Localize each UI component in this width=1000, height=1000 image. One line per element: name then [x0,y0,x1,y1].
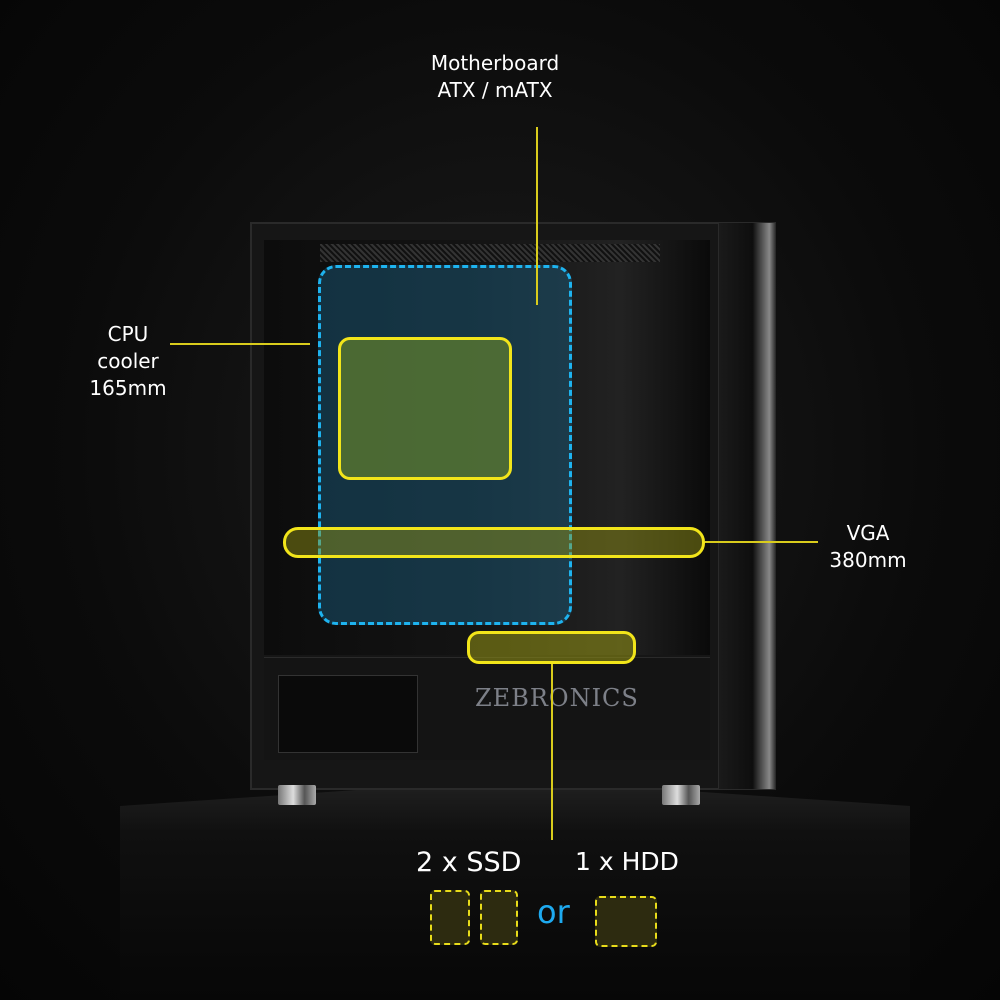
cpu-label-line3: 165mm [89,376,167,400]
motherboard-label: Motherboard ATX / mATX [395,50,595,104]
vga-label-line1: VGA [846,521,890,545]
cpu-leader-line [170,343,310,345]
cpu-cooler-area-highlight [338,337,512,480]
motherboard-leader-line [536,127,538,305]
case-foot-left [278,785,316,805]
vga-label: VGA 380mm [808,520,928,574]
ssd-slot-2 [480,890,518,945]
cpu-cooler-label: CPU cooler 165mm [68,321,188,402]
vga-leader-line [705,541,818,543]
vga-label-line2: 380mm [829,548,907,572]
brand-logo: ZEBRONICS [475,684,639,712]
ssd-label: 2 x SSD [416,847,522,878]
hdd-slot [595,896,657,947]
storage-leader-line [551,664,553,840]
pedestal-top [120,790,910,830]
motherboard-label-line1: Motherboard [430,51,560,75]
case-foot-right [662,785,700,805]
pc-case-front-panel [718,222,776,790]
vga-area-highlight [283,527,705,558]
cpu-label-line2: cooler [97,349,159,373]
or-label: or [537,893,570,931]
top-mesh [320,244,660,262]
motherboard-label-line2: ATX / mATX [437,78,553,102]
ssd-slot-1 [430,890,470,945]
cpu-label-line1: CPU [107,322,149,346]
psu-window [278,675,418,753]
hdd-label: 1 x HDD [575,847,679,876]
storage-bay-highlight [467,631,636,664]
